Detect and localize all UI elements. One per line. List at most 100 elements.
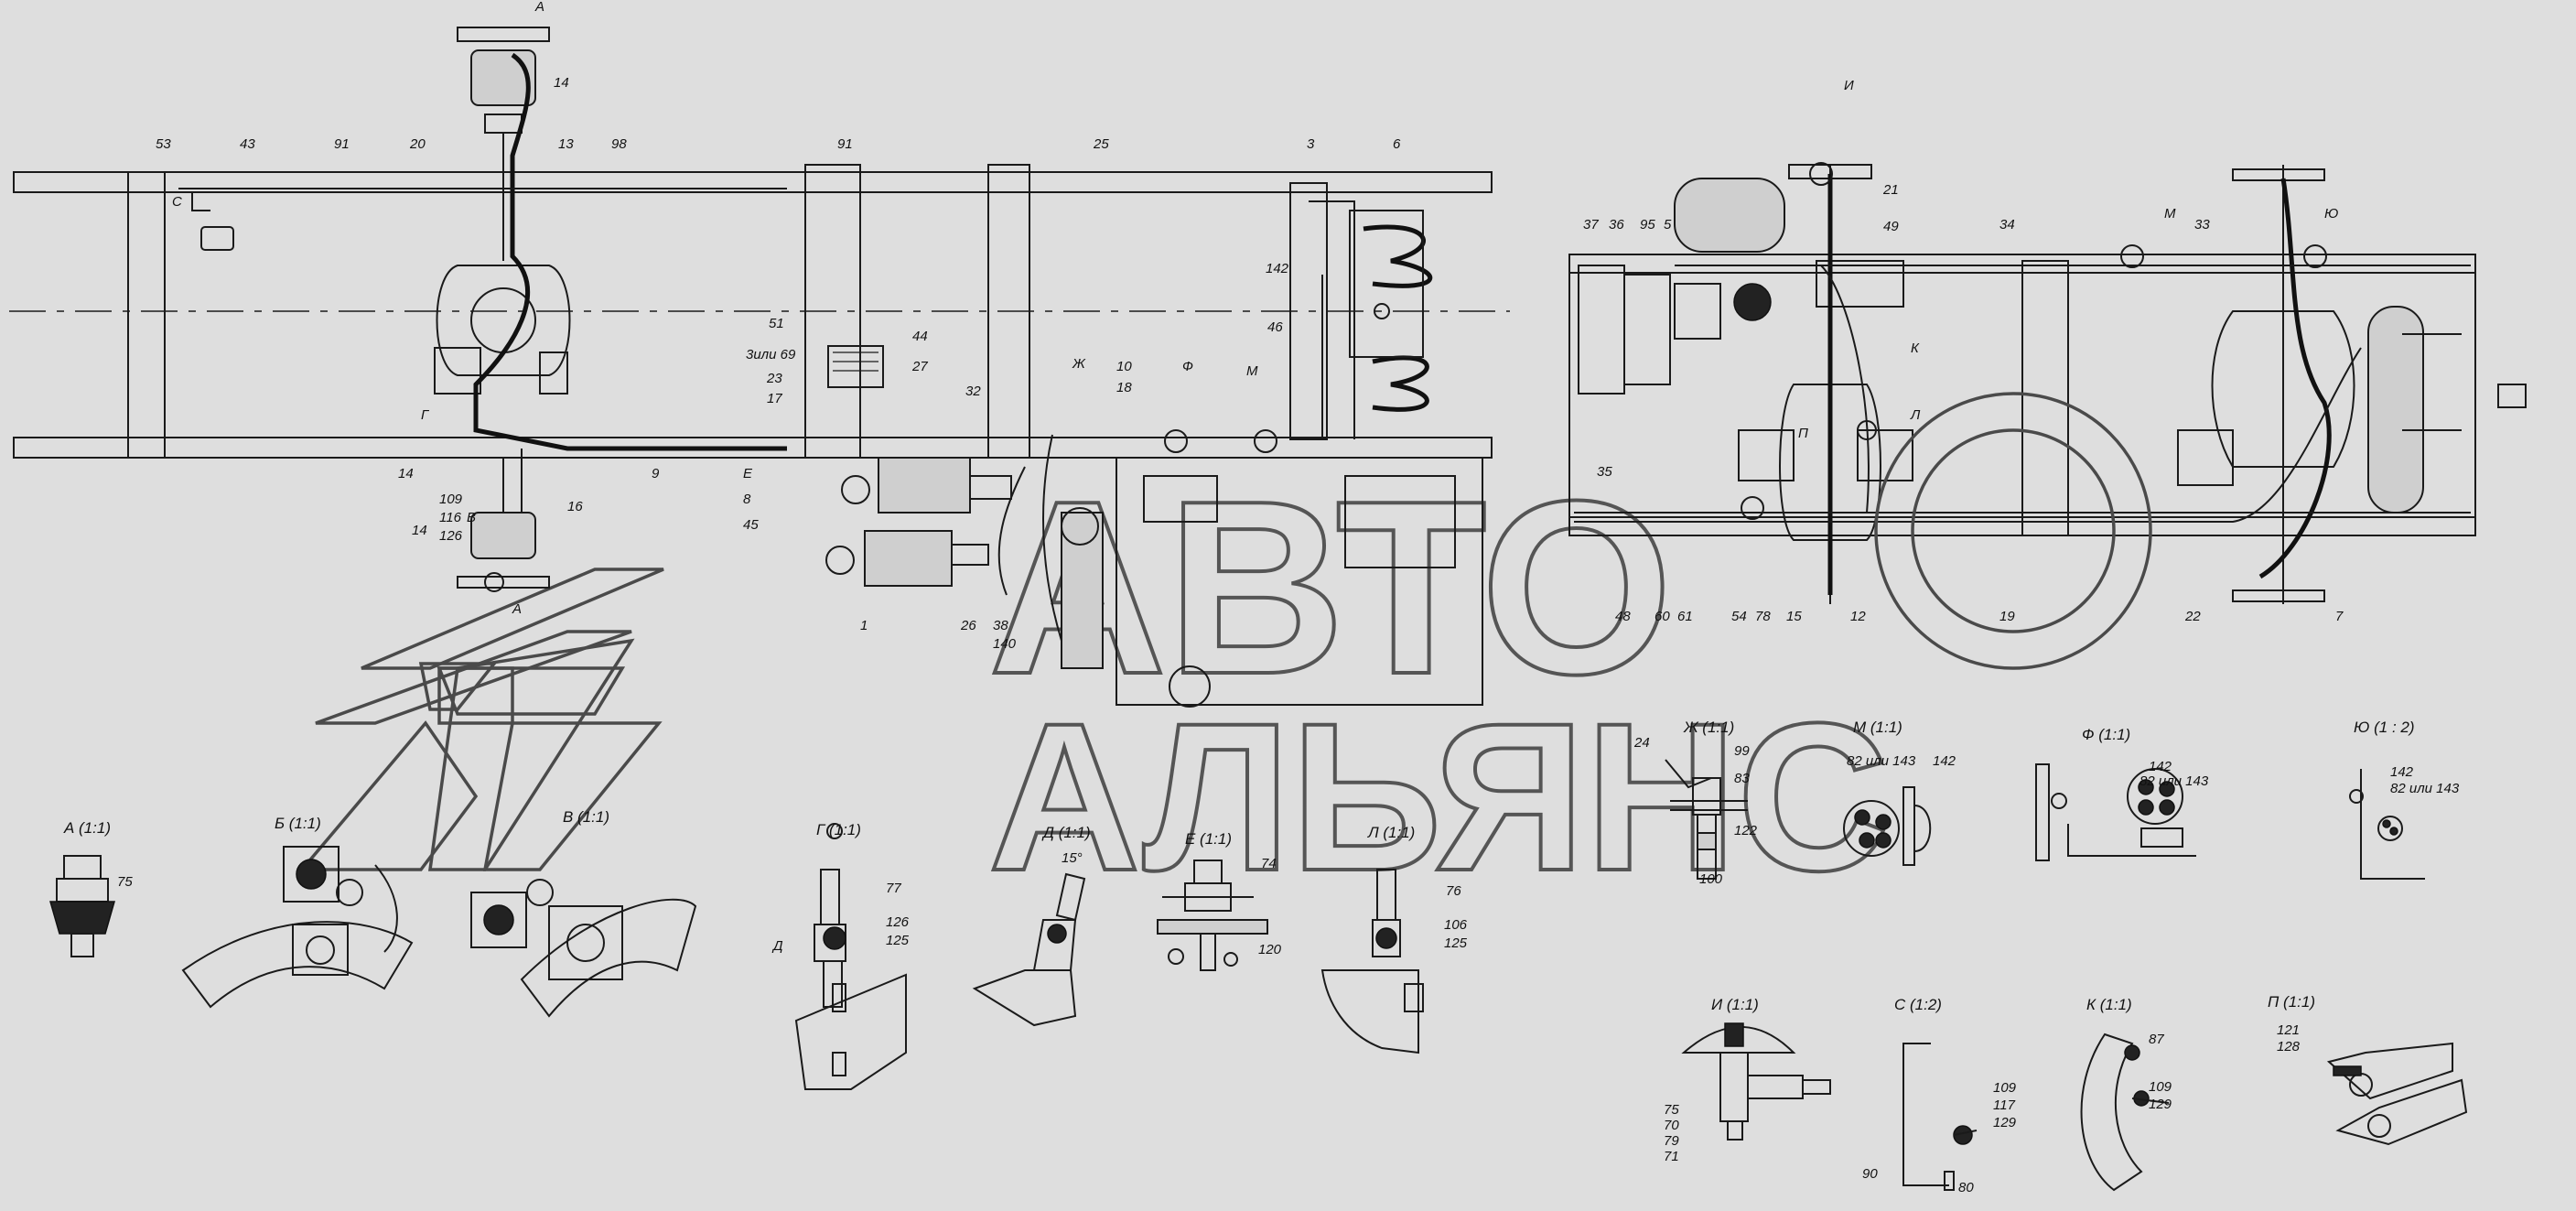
detail-title-K: К (1:1) <box>2086 996 2132 1013</box>
plan-label-19: 19 <box>1999 609 2015 624</box>
detail-Zh-label-0: 24 <box>1633 735 1650 751</box>
detail-S-label-3: 90 <box>1862 1166 1878 1182</box>
detail-K <box>2080 1033 2170 1192</box>
plan-label-36: 36 <box>1609 217 1624 232</box>
detail-S-label-4: 80 <box>1958 1180 1974 1195</box>
detail-E-label-1: 120 <box>1258 942 1282 957</box>
plan-label-G: Г <box>421 407 430 423</box>
plan-label-3or69: 3или 69 <box>746 347 796 362</box>
detail-K-label-2: 129 <box>2149 1097 2172 1112</box>
plan-label-15: 15 <box>1786 609 1802 624</box>
plan-label-140: 140 <box>993 636 1017 652</box>
detail-P-label-0: 121 <box>2277 1022 2300 1038</box>
detail-P-label-1: 128 <box>2277 1039 2301 1054</box>
detail-L <box>1320 869 1424 1054</box>
detail-L-label-0: 76 <box>1446 883 1461 899</box>
plan-label-A-bot: А <box>512 601 522 617</box>
detail-D-label-0: 15° <box>1062 850 1083 866</box>
detail-L-label-2: 125 <box>1444 935 1468 951</box>
left-chassis-plan <box>9 27 1510 708</box>
plan-label-16: 16 <box>567 499 583 514</box>
plan-label-13: 13 <box>558 136 574 152</box>
detail-K-label-1: 109 <box>2149 1079 2172 1095</box>
plan-label-B: В <box>467 510 476 525</box>
plan-label-6: 6 <box>1393 136 1401 152</box>
detail-title-D: Д (1:1) <box>1041 824 1091 841</box>
detail-I-label-1: 70 <box>1664 1118 1679 1133</box>
plan-label-126: 126 <box>439 528 463 544</box>
detail-D <box>972 872 1086 1027</box>
plan-label-43: 43 <box>240 136 255 152</box>
plan-label-I-top: И <box>1844 78 1854 93</box>
detail-title-B1: Б (1:1) <box>275 815 321 832</box>
plan-label-8: 8 <box>743 492 751 507</box>
detail-S <box>1902 1043 1978 1191</box>
plan-label-53: 53 <box>156 136 171 152</box>
detail-E-label-0: 74 <box>1261 856 1277 871</box>
plan-label-33: 33 <box>2194 217 2210 232</box>
detail-F-label-0: 142 <box>2149 759 2172 774</box>
plan-label-22: 22 <box>2184 609 2201 624</box>
detail-Yu-label-0: 142 <box>2390 764 2414 780</box>
detail-L-label-1: 106 <box>1444 917 1468 933</box>
detail-F <box>2035 763 2196 861</box>
plan-label-116: 116 <box>439 510 462 525</box>
plan-label-48: 48 <box>1615 609 1631 624</box>
plan-label-9: 9 <box>652 466 660 481</box>
plan-label-54: 54 <box>1731 609 1747 624</box>
detail-A <box>49 855 115 957</box>
detail-title-G: Г (1:1) <box>816 821 861 838</box>
watermark-logo: АВТО АЛЬЯНС <box>298 449 1891 916</box>
detail-M-label-1: 142 <box>1933 753 1956 769</box>
detail-M-label-0: 82 или 143 <box>1847 753 1916 769</box>
detail-title-Yu: Ю (1 : 2) <box>2354 719 2415 736</box>
detail-title-P: П (1:1) <box>2268 993 2315 1011</box>
detail-G <box>794 823 907 1090</box>
plan-label-10: 10 <box>1116 359 1132 374</box>
plan-label-12: 12 <box>1850 609 1866 624</box>
plan-label-46: 46 <box>1267 319 1283 335</box>
plan-label-1: 1 <box>860 618 868 633</box>
plan-label-18: 18 <box>1116 380 1132 395</box>
detail-Yu-label-1: 82 или 143 <box>2390 781 2460 796</box>
plan-label-Yu: Ю <box>2324 206 2338 222</box>
plan-label-51: 51 <box>769 316 784 331</box>
plan-label-14c: 14 <box>412 523 427 538</box>
plan-label-M2: М <box>2164 206 2176 222</box>
plan-label-L: Л <box>1910 407 1921 423</box>
plan-label-20: 20 <box>409 136 426 152</box>
detail-Yu <box>2349 769 2425 880</box>
watermark-line2: АЛЬЯНС <box>988 679 1889 914</box>
plan-label-7: 7 <box>2335 609 2344 624</box>
plan-label-78: 78 <box>1755 609 1771 624</box>
plan-label-K: К <box>1911 341 1920 356</box>
detail-title-Zh: Ж (1:1) <box>1683 719 1734 736</box>
plan-label-32: 32 <box>965 384 981 399</box>
detail-Zh-label-1: 99 <box>1734 743 1750 759</box>
detail-I-label-3: 71 <box>1664 1149 1679 1164</box>
plan-label-F: Ф <box>1182 359 1193 374</box>
detail-S-label-0: 109 <box>1993 1080 2017 1096</box>
plan-label-21: 21 <box>1882 182 1899 198</box>
detail-A-label-0: 75 <box>117 874 133 890</box>
detail-K-label-0: 87 <box>2149 1032 2164 1047</box>
detail-G-label-0: 77 <box>886 881 901 896</box>
plan-label-26: 26 <box>960 618 976 633</box>
plan-label-60: 60 <box>1654 609 1670 624</box>
plan-label-95: 95 <box>1640 217 1655 232</box>
detail-V <box>470 879 697 1018</box>
detail-F-label-1: 82 или 143 <box>2139 773 2209 789</box>
plan-label-27: 27 <box>911 359 928 374</box>
detail-title-E: Е (1:1) <box>1185 830 1232 848</box>
detail-Zh-label-4: 100 <box>1699 871 1723 887</box>
plan-label-25: 25 <box>1093 136 1109 152</box>
detail-I-label-0: 75 <box>1664 1102 1679 1118</box>
detail-E <box>1157 860 1268 971</box>
plan-label-14b: 14 <box>398 466 414 481</box>
detail-G-label-3: Д <box>771 938 783 954</box>
detail-P <box>2326 1042 2468 1146</box>
plan-label-A-top: А <box>534 0 544 15</box>
plan-label-91a: 91 <box>334 136 350 152</box>
